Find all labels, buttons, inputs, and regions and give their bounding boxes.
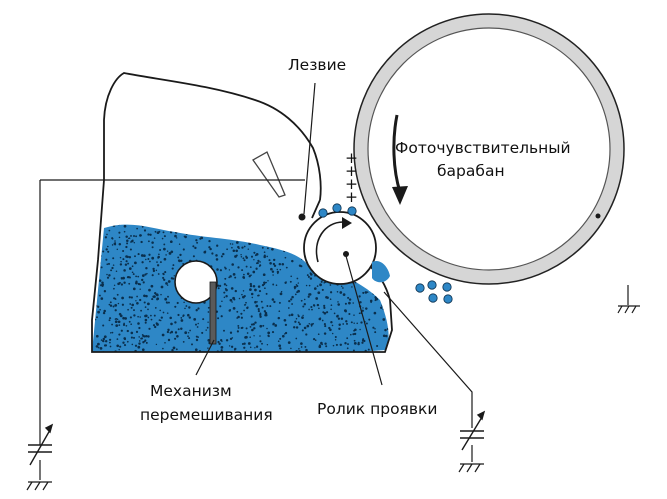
blade-tip	[298, 213, 306, 221]
developing-roller	[303, 211, 377, 285]
charge-sign: +	[345, 175, 358, 193]
toner-blob-roller	[372, 260, 390, 283]
roller-rotation-arrow	[315, 221, 344, 263]
charge-sign: +	[345, 149, 358, 167]
roller-axis-dot	[343, 251, 349, 257]
agitator-paddle	[252, 151, 286, 198]
label-drum-line2: барабан	[437, 162, 505, 180]
charge-sign: +	[345, 188, 358, 206]
bias-wire-right	[383, 291, 473, 462]
ground-symbol-right	[458, 463, 484, 473]
variable-capacitor-right	[460, 410, 486, 451]
roller-leader-line	[345, 255, 383, 386]
mixer-circle	[174, 260, 218, 304]
drum-rotation-arrow	[392, 114, 402, 193]
label-mixer-line1: Механизм	[150, 382, 232, 400]
ground-symbol-left	[26, 481, 52, 491]
mixer-leader-line	[195, 339, 215, 376]
mixer-shaft	[209, 281, 217, 345]
label-roller: Ролик проявки	[317, 400, 437, 418]
drum-contact-point	[595, 213, 601, 219]
bias-wire-left	[39, 179, 305, 480]
charge-signs: + + + +	[345, 149, 358, 206]
photosensitive-drum-inner	[367, 27, 611, 271]
blade-leader-line	[303, 82, 316, 215]
ground-symbol-drum	[617, 305, 640, 314]
variable-capacitor-left	[28, 423, 54, 466]
label-blade: Лезвие	[288, 56, 346, 74]
roller-rotation-arrowhead	[342, 217, 352, 229]
toner-particles-transfer	[318, 203, 453, 304]
label-mixer-line2: перемешивания	[140, 406, 273, 424]
drum-rotation-arrowhead	[392, 186, 408, 205]
label-drum-line1: Фоточувствительный	[395, 139, 571, 157]
charge-sign: +	[345, 162, 358, 180]
